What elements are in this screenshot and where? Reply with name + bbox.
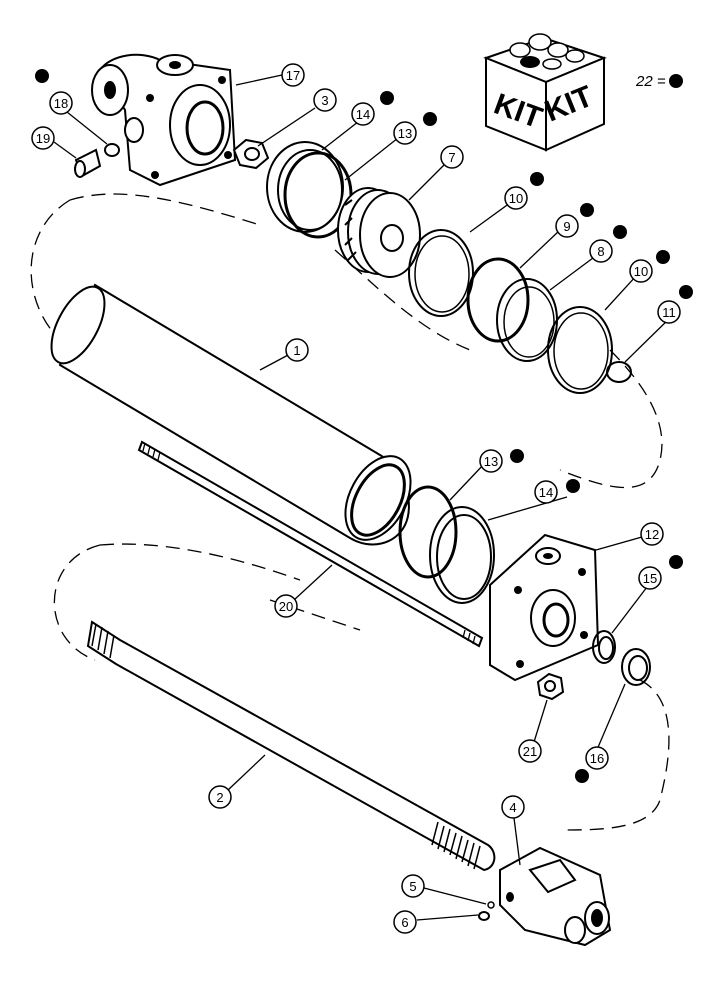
callout-17: 17 [281,63,305,87]
callout-7: 7 [440,145,464,169]
callout-18: 18 [49,91,73,115]
callout-4: 4 [501,795,525,819]
part-15-seal [592,630,616,664]
assembly-dashed-line-lower [53,543,670,831]
callout-4-label: 4 [509,800,516,815]
callout-10-lower-label: 10 [634,264,648,279]
part-13-o-ring-lower [398,485,458,579]
kit-dot-11 [679,285,693,299]
part-21-nut [536,672,565,701]
callout-9-label: 9 [563,219,570,234]
kit-legend-text: 22 = [635,73,666,90]
kit-dot-18 [35,69,49,83]
part-4-clevis [499,846,612,947]
callout-16: 16 [585,746,609,770]
part-19-plug [74,148,102,178]
part-10-wear-ring-upper [408,229,474,317]
callout-3-label: 3 [321,93,328,108]
part-3-nut [232,138,270,170]
callout-13-lower-label: 13 [484,454,498,469]
callout-2: 2 [208,785,232,809]
callout-11: 11 [657,300,681,324]
callout-18-label: 18 [54,96,68,111]
part-17-end-cap [91,53,237,187]
kit-dot-10-upper [530,172,544,186]
callout-19: 19 [31,126,55,150]
part-16-wiper [621,648,651,686]
callout-14-lower-label: 14 [539,485,553,500]
callout-14-upper-label: 14 [356,107,370,122]
callout-20-label: 20 [279,599,293,614]
callout-13-upper-label: 13 [398,126,412,141]
callout-1: 1 [285,338,309,362]
part-2-piston-rod [86,620,496,872]
callout-15: 15 [638,566,662,590]
part-18-o-ring [104,143,120,157]
callout-21: 21 [518,739,542,763]
callout-2-label: 2 [216,790,223,805]
part-9-seal-ring [466,257,530,343]
kit-dot-16 [575,769,589,783]
part-10-wear-ring-lower [547,306,613,394]
callout-3: 3 [313,88,337,112]
kit-dot-13-upper [423,112,437,126]
kit-indicator-dots [35,69,693,783]
callout-12: 12 [640,522,664,546]
callout-5: 5 [401,874,425,898]
callout-15-label: 15 [643,571,657,586]
callout-8-label: 8 [597,244,604,259]
kit-box-icon: KIT KIT [483,33,607,152]
callout-8: 8 [589,239,613,263]
kit-dot-10-lower [656,250,670,264]
callout-7-label: 7 [448,150,455,165]
callout-13-upper: 13 [393,121,417,145]
assembly-dashed-line-upper [30,193,663,489]
callout-19-label: 19 [36,131,50,146]
kit-legend-dot [669,74,683,88]
callout-21-label: 21 [523,744,537,759]
callout-17-label: 17 [286,68,300,83]
part-20-tie-rod [137,440,484,648]
kit-dot-15 [669,555,683,569]
callout-6-label: 6 [401,915,408,930]
callouts: 17 3 18 19 14 13 7 10 9 8 10 11 1 13 14 … [31,63,681,934]
part-6-set-screw [478,911,490,921]
kit-box-contents [509,33,585,70]
kit-dot-14-lower [566,479,580,493]
part-12-end-cap-lower [489,533,600,682]
callout-10-lower: 10 [629,259,653,283]
kit-dot-13-lower [510,449,524,463]
callout-14-upper: 14 [351,102,375,126]
part-11-small-o-ring [606,361,632,383]
callout-10-upper-label: 10 [509,191,523,206]
callout-13-lower: 13 [479,449,503,473]
callout-11-label: 11 [662,305,676,320]
part-5-ball [487,901,495,909]
callout-14-lower: 14 [534,480,558,504]
callout-5-label: 5 [409,879,416,894]
callout-12-label: 12 [645,527,659,542]
part-7-piston [337,187,421,278]
part-1-cylinder-barrel [50,283,412,546]
callout-16-label: 16 [590,751,604,766]
callout-9: 9 [555,214,579,238]
kit-legend: 22 = [635,73,683,90]
callout-1-label: 1 [293,343,300,358]
leader-lines [53,74,674,921]
kit-dot-8 [613,225,627,239]
part-14-backup-ring-lower [429,506,495,604]
callout-10-upper: 10 [504,186,528,210]
part-14-backup-ring-upper [266,141,344,233]
kit-dot-9 [580,203,594,217]
callout-6: 6 [393,910,417,934]
kit-dot-14-upper [380,91,394,105]
callout-20: 20 [274,594,298,618]
